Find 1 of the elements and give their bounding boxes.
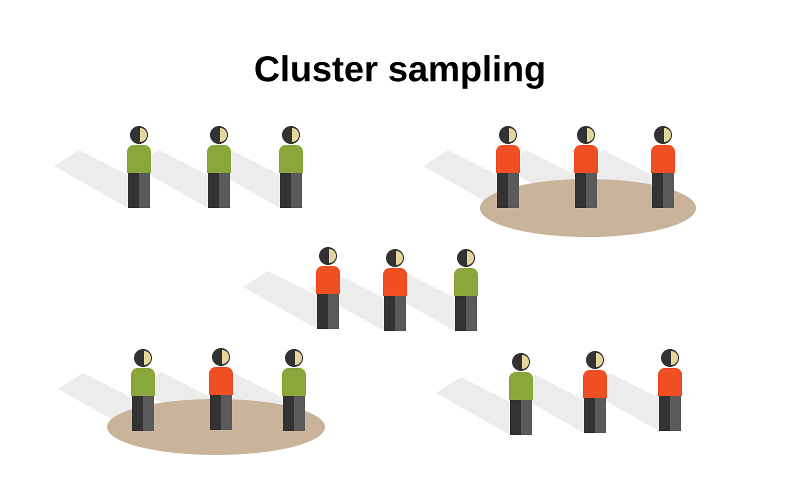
title: Cluster sampling	[255, 55, 544, 89]
